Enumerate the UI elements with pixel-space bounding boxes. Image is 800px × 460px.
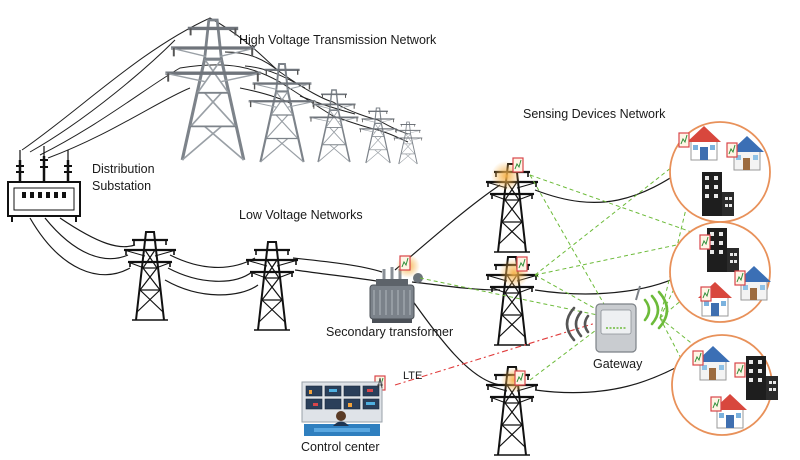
- hv-tower-icon: [308, 89, 360, 163]
- lv-wires: [29, 164, 691, 394]
- lte-antenna-icon: [377, 377, 383, 389]
- secondary-transformer-label: Secondary transformer: [326, 325, 454, 339]
- sensor-icon: [699, 234, 711, 250]
- lv-tower-icon: [244, 240, 300, 332]
- sensor-icon: [726, 142, 738, 158]
- sensor-icon: [734, 270, 746, 286]
- transformer-icon: [369, 267, 423, 323]
- home-cluster-middle: [669, 221, 772, 323]
- sensor-icon: [516, 256, 528, 272]
- wireless-links: [419, 144, 701, 396]
- sensor-icon: [512, 157, 524, 173]
- sensor-icon: [734, 362, 746, 378]
- distribution-label-line2: Substation: [92, 179, 152, 193]
- distribution-label-line1: Distribution: [92, 162, 155, 176]
- sensing-network-label: Sensing Devices Network: [523, 107, 666, 121]
- control-center-label: Control center: [301, 440, 380, 454]
- home-cluster-top: [669, 121, 771, 223]
- sensor-icon: [710, 396, 722, 412]
- substation-icon: [7, 146, 81, 222]
- sensor-icon: [514, 370, 526, 386]
- gateway-icon: [595, 285, 641, 353]
- gateway-label: Gateway: [593, 357, 643, 371]
- sensor-icon: [700, 286, 712, 302]
- lv-networks-label: Low Voltage Networks: [239, 208, 363, 222]
- hv-transmission-network: [21, 17, 423, 165]
- sensor-icon: [399, 255, 411, 271]
- control-center-icon: [301, 381, 383, 436]
- hv-network-label: High Voltage Transmission Network: [239, 33, 437, 47]
- home-cluster-bottom: [671, 334, 778, 436]
- wifi-wave-icon: [643, 290, 669, 330]
- lte-link: [394, 317, 613, 386]
- hv-tower-icon: [393, 121, 423, 165]
- building-icon: [746, 356, 778, 400]
- lte-label: LTE: [403, 370, 423, 382]
- sensor-icon: [692, 350, 704, 366]
- wifi-wave-icon: [565, 306, 590, 342]
- lv-tower-icon: [122, 230, 178, 322]
- sensor-icon: [678, 132, 690, 148]
